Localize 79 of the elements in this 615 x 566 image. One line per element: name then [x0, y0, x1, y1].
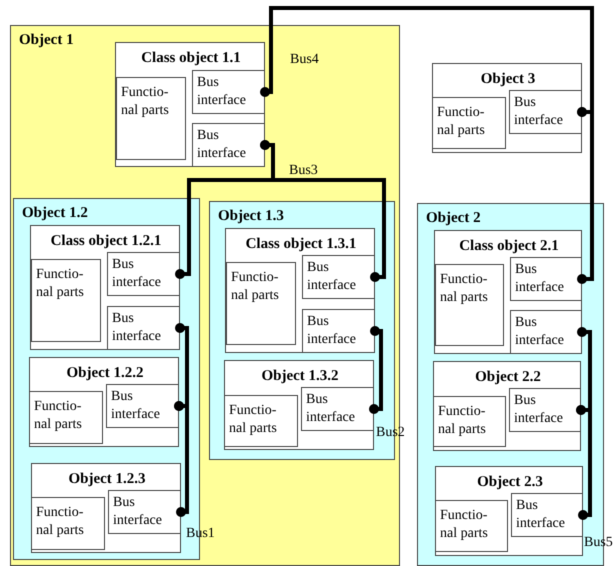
functional-parts-box [433, 396, 506, 447]
functional-parts-box [224, 395, 298, 447]
bus-label: Bus3 [289, 163, 318, 179]
bus-interface-box [107, 252, 180, 296]
bus-interface-box [192, 70, 265, 114]
bus-line [369, 326, 383, 414]
functional-parts-box [435, 500, 508, 552]
object-box [30, 225, 180, 350]
bus-line [577, 107, 594, 284]
bus-interface-box [302, 309, 375, 353]
bus-interface-box [510, 310, 582, 354]
box-text: Functio- nal parts [437, 104, 486, 140]
object-title: Object 1.2 [22, 204, 88, 222]
bus-interface-box [302, 255, 375, 299]
box-text: Bus interface [307, 259, 357, 295]
box-text: Bus interface [515, 314, 565, 350]
box-text: Bus interface [516, 497, 566, 533]
object-box [115, 42, 265, 167]
object-box [434, 230, 582, 354]
object-title: Class object 2.1 [458, 237, 560, 255]
functional-parts-box [226, 262, 296, 345]
bus-interface-box [509, 90, 582, 134]
box-text: Functio- nal parts [34, 398, 83, 434]
object-title: Object 3 [480, 70, 536, 88]
object-title: Class object 1.1 [140, 49, 242, 67]
object-title: Object 1.3 [218, 207, 284, 225]
object-title: Object 1.2.3 [67, 470, 147, 488]
object-title: Object 1.2.2 [65, 364, 145, 382]
box-text: Functio- nal parts [36, 504, 85, 540]
box-text: Bus interface [514, 94, 564, 130]
functional-parts-box [31, 497, 105, 550]
box-text: Functio- nal parts [36, 266, 85, 302]
object-title: Object 2.2 [474, 368, 542, 386]
box-text: Bus interface [112, 310, 162, 346]
box-text: Bus interface [197, 127, 247, 163]
box-text: Bus interface [113, 494, 163, 530]
functional-parts-box [116, 77, 186, 160]
object-title: Class object 1.3.1 [244, 235, 358, 253]
functional-parts-box [432, 97, 506, 149]
bus-line [174, 401, 189, 517]
bus-line [260, 140, 386, 282]
box-text: Bus interface [111, 388, 161, 424]
box-text: Functio- nal parts [440, 507, 489, 543]
box-text: Functio- nal parts [121, 84, 170, 120]
object-box [31, 463, 181, 553]
functional-parts-box [31, 259, 101, 342]
object-box [433, 361, 581, 451]
bus-interface-box [510, 257, 582, 301]
bus-interface-box [301, 387, 374, 431]
bus-label: Bus4 [290, 52, 319, 68]
object-title: Object 1.3.2 [260, 367, 340, 385]
box-text: Bus interface [306, 391, 356, 427]
box-text: Bus interface [514, 392, 564, 428]
box-text: Functio- nal parts [438, 403, 487, 439]
box-text: Bus interface [515, 261, 565, 297]
box-text: Bus interface [197, 74, 247, 110]
bus-interface-box [107, 306, 180, 350]
object-title: Object 1 [19, 31, 74, 49]
box-text: Bus interface [112, 256, 162, 292]
bus-line [576, 405, 592, 520]
box-text: Functio- nal parts [231, 269, 280, 305]
box-text: Functio- nal parts [440, 271, 489, 307]
object-box [432, 63, 582, 153]
bus-interface-box [106, 384, 179, 428]
object-title: Object 2 [426, 209, 481, 227]
object-title: Class object 1.2.1 [50, 232, 162, 250]
bus-interface-box [192, 123, 265, 167]
bus-interface-box [509, 388, 581, 432]
functional-parts-box [435, 264, 504, 346]
bus-interface-box [108, 490, 181, 534]
object-box [224, 360, 374, 450]
functional-parts-box [29, 391, 103, 444]
box-text: Functio- nal parts [229, 402, 278, 438]
box-text: Bus interface [307, 313, 357, 349]
object-box [225, 228, 375, 353]
object-box [29, 357, 179, 447]
object-box [435, 466, 583, 556]
bus-interface-box [511, 493, 583, 537]
object-title: Object 2.3 [476, 473, 544, 491]
